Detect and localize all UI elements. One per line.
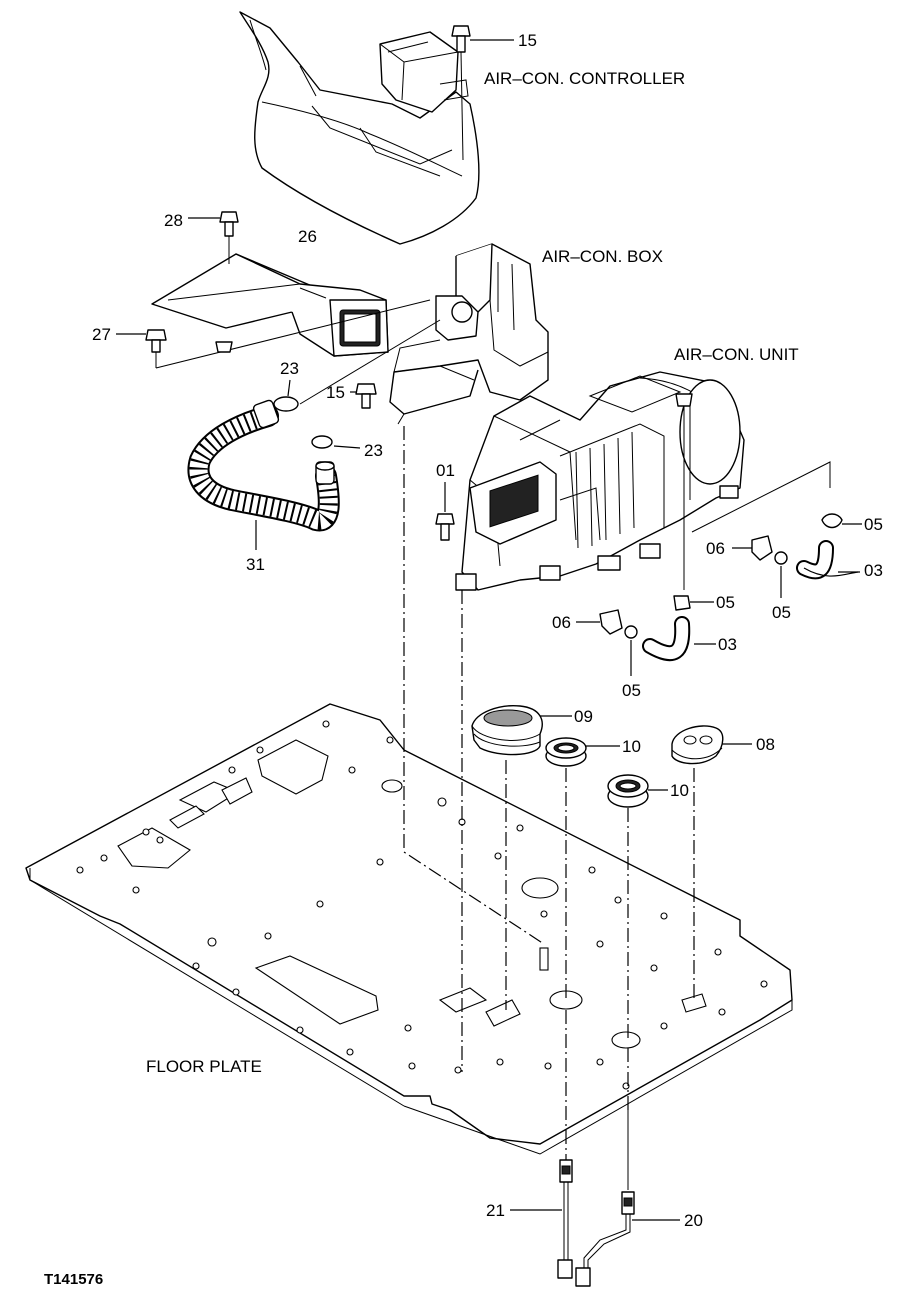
label-floor-plate: FLOOR PLATE [146,1057,262,1076]
elbow-06-right [732,535,773,561]
callout-03-low: 03 [718,635,737,654]
callout-15-mid: 15 [326,383,345,402]
callout-15-top: 15 [518,31,537,50]
hose-03-right [796,540,860,580]
bolt-27 [116,299,431,369]
console-housing [239,11,480,245]
hose-31 [187,399,340,550]
callout-06-low: 06 [552,613,571,632]
callout-31: 31 [246,555,265,574]
grommet-10-a [545,737,620,767]
harness-20 [575,1191,680,1287]
air-con-unit [455,371,831,591]
clamp-05-mid [673,595,714,611]
callout-27: 27 [92,325,111,344]
floor-plate [25,703,793,1155]
air-con-box [389,243,549,425]
callout-21: 21 [486,1201,505,1220]
callout-23-mid: 23 [364,441,383,460]
callout-05-mid2: 05 [772,603,791,622]
bolt-01 [435,482,455,541]
grommet-09 [471,705,572,756]
callout-28: 28 [164,211,183,230]
bolt-28 [188,211,239,264]
callout-10-b: 10 [670,781,689,800]
callout-06-right: 06 [706,539,725,558]
callout-05-low: 05 [622,681,641,700]
clamp-05-right [821,513,862,529]
clamp-05-low [624,625,638,676]
bolt-15-mid [350,383,377,409]
callout-20: 20 [684,1211,703,1230]
callout-09: 09 [574,707,593,726]
callout-26: 26 [298,227,317,246]
callout-23-top: 23 [280,359,299,378]
callout-05-mid: 05 [716,593,735,612]
clamp-23-top [273,319,441,412]
air-con-controller [379,31,469,113]
grommet-08 [671,725,752,765]
assembly-lines [403,426,695,1190]
label-air-con-box: AIR–CON. BOX [542,247,663,266]
clamp-23-mid [311,435,361,449]
bolt-15-top [451,25,514,161]
label-air-con-controller: AIR–CON. CONTROLLER [484,69,685,88]
hose-03-low [642,616,716,662]
figure-id: T141576 [44,1271,103,1288]
callout-05-right: 05 [864,515,883,534]
callout-08: 08 [756,735,775,754]
callout-03-right: 03 [864,561,883,580]
harness-21 [510,1159,573,1279]
grommet-10-b [607,774,668,808]
callout-10-a: 10 [622,737,641,756]
label-air-con-unit: AIR–CON. UNIT [674,345,799,364]
duct-26 [151,253,389,357]
elbow-06-low [576,609,623,635]
clamp-05-mid-right [774,551,788,598]
callout-01: 01 [436,461,455,480]
